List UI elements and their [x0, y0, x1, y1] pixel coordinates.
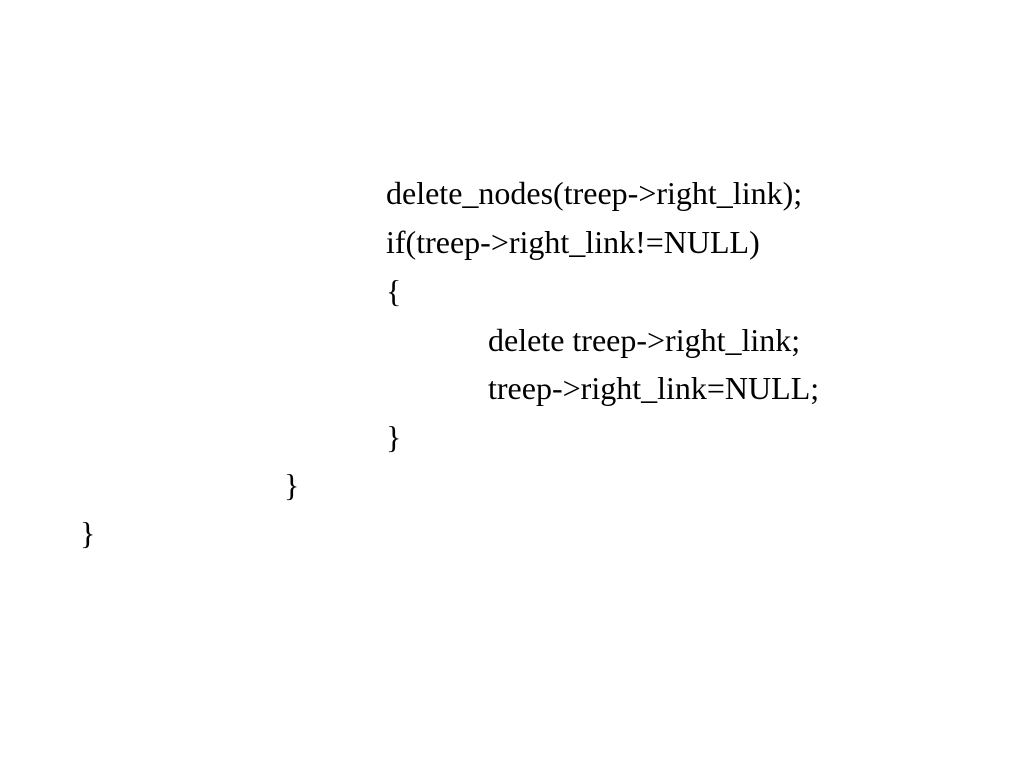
code-line-delete-statement: delete treep->right_link; [488, 322, 801, 358]
code-line-delete-nodes-call: delete_nodes(treep->right_link); [386, 175, 803, 211]
code-line-if-condition: if(treep->right_link!=NULL) [386, 224, 760, 260]
code-line-open-brace: { [386, 273, 402, 309]
code-line-null-assignment: treep->right_link=NULL; [488, 370, 820, 406]
code-line-close-brace-function: } [80, 515, 96, 551]
code-line-close-brace-if: } [386, 419, 402, 455]
code-line-close-brace-block: } [284, 467, 300, 503]
